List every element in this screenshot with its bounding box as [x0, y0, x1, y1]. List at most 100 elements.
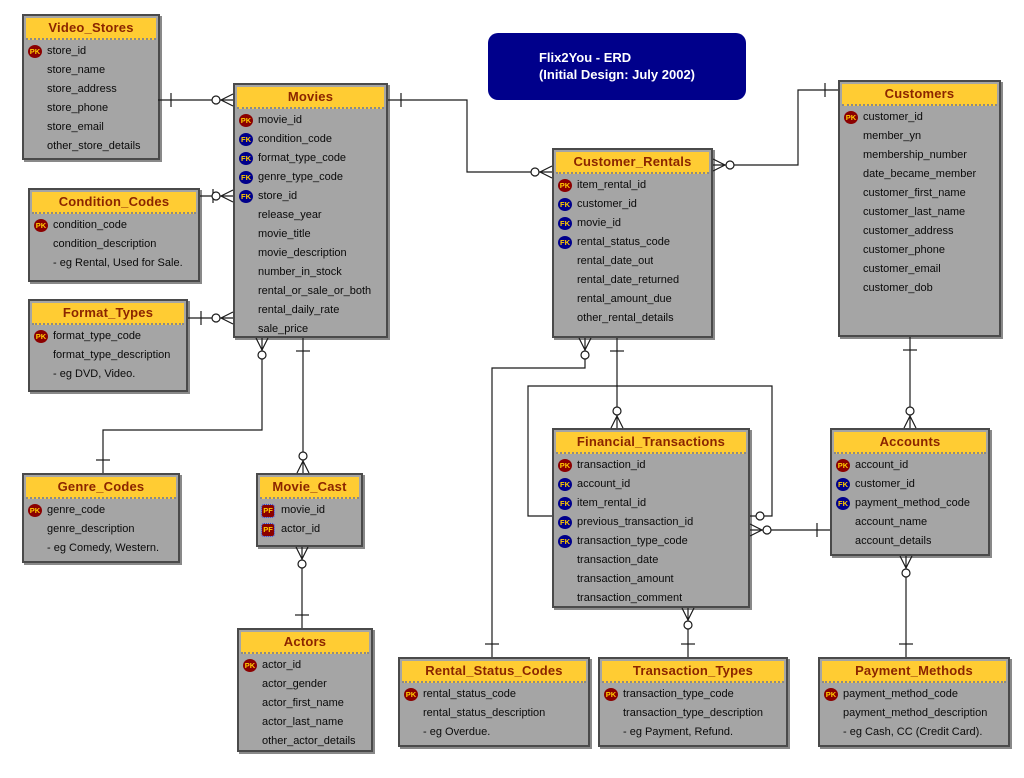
field-name: sale_price [258, 323, 309, 335]
field-name: payment_method_code [843, 688, 958, 700]
badge-slot: PK [243, 659, 262, 672]
field-name: movie_title [258, 228, 311, 240]
field-row: - eg Comedy, Western. [28, 539, 176, 558]
field-name: customer_last_name [863, 206, 966, 218]
field-name: payment_method_description [843, 707, 988, 719]
field-name: item_rental_id [577, 497, 647, 509]
field-row: transaction_date [558, 551, 746, 570]
field-row: membership_number [844, 146, 997, 165]
badge-slot: FK [558, 516, 577, 529]
fk-badge-icon: FK [558, 217, 572, 230]
field-row: store_phone [28, 99, 156, 118]
field-name: movie_id [281, 504, 326, 516]
field-name: movie_id [258, 114, 303, 126]
field-name: store_id [47, 45, 87, 57]
fk-badge-icon: FK [558, 478, 572, 491]
badge-slot: PK [34, 330, 53, 343]
pf-badge-icon: PF [261, 522, 275, 537]
field-name: customer_address [863, 225, 954, 237]
field-name: number_in_stock [258, 266, 342, 278]
field-name: genre_description [47, 523, 135, 535]
field-row: actor_last_name [243, 713, 369, 732]
field-name: format_type_code [53, 330, 142, 342]
badge-slot: FK [558, 497, 577, 510]
field-name: movie_id [577, 217, 622, 229]
entity-title: Condition_Codes [32, 192, 196, 214]
field-name: store_address [47, 83, 117, 95]
fk-badge-icon: FK [558, 516, 572, 529]
entity-title: Customer_Rentals [556, 152, 709, 174]
badge-slot: PF [261, 503, 281, 518]
badge-slot: PK [239, 114, 258, 127]
field-row: account_details [836, 532, 986, 551]
field-name: other_actor_details [262, 735, 356, 747]
field-row: account_name [836, 513, 986, 532]
badge-slot: FK [558, 478, 577, 491]
field-name: - eg DVD, Video. [53, 368, 136, 380]
field-name: rental_date_out [577, 255, 654, 267]
entity-title: Rental_Status_Codes [402, 661, 586, 683]
field-row: transaction_amount [558, 570, 746, 589]
field-row: transaction_type_description [604, 704, 784, 723]
field-name: member_yn [863, 130, 922, 142]
field-name: actor_last_name [262, 716, 344, 728]
field-name: actor_id [262, 659, 302, 671]
field-row: customer_last_name [844, 203, 997, 222]
field-name: - eg Cash, CC (Credit Card). [843, 726, 983, 738]
field-name: genre_type_code [258, 171, 344, 183]
field-row: - eg Cash, CC (Credit Card). [824, 723, 1006, 742]
badge-slot: PK [836, 459, 855, 472]
fk-badge-icon: FK [239, 152, 253, 165]
pk-badge-icon: PK [844, 111, 858, 124]
field-row: - eg Rental, Used for Sale. [34, 254, 196, 273]
fk-badge-icon: FK [558, 535, 572, 548]
field-row: store_name [28, 61, 156, 80]
field-row: FK movie_id [558, 214, 709, 233]
field-name: actor_id [281, 523, 321, 535]
badge-slot: FK [558, 236, 577, 249]
badge-slot: FK [558, 535, 577, 548]
pk-badge-icon: PK [836, 459, 850, 472]
field-row: date_became_member [844, 165, 997, 184]
field-name: customer_id [863, 111, 923, 123]
field-name: format_type_code [258, 152, 347, 164]
field-name: other_store_details [47, 140, 141, 152]
pk-badge-icon: PK [604, 688, 618, 701]
entity-title: Financial_Transactions [556, 432, 746, 454]
field-row: format_type_description [34, 346, 184, 365]
entity-title: Movie_Cast [260, 477, 359, 499]
field-name: condition_code [258, 133, 333, 145]
field-name: payment_method_code [855, 497, 970, 509]
fk-badge-icon: FK [239, 190, 253, 203]
pk-badge-icon: PK [28, 504, 42, 517]
field-row: FK item_rental_id [558, 494, 746, 513]
field-row: sale_price [239, 320, 384, 339]
pk-badge-icon: PK [34, 219, 48, 232]
entity-title: Customers [842, 84, 997, 106]
fk-badge-icon: FK [558, 497, 572, 510]
field-row: - eg Payment, Refund. [604, 723, 784, 742]
